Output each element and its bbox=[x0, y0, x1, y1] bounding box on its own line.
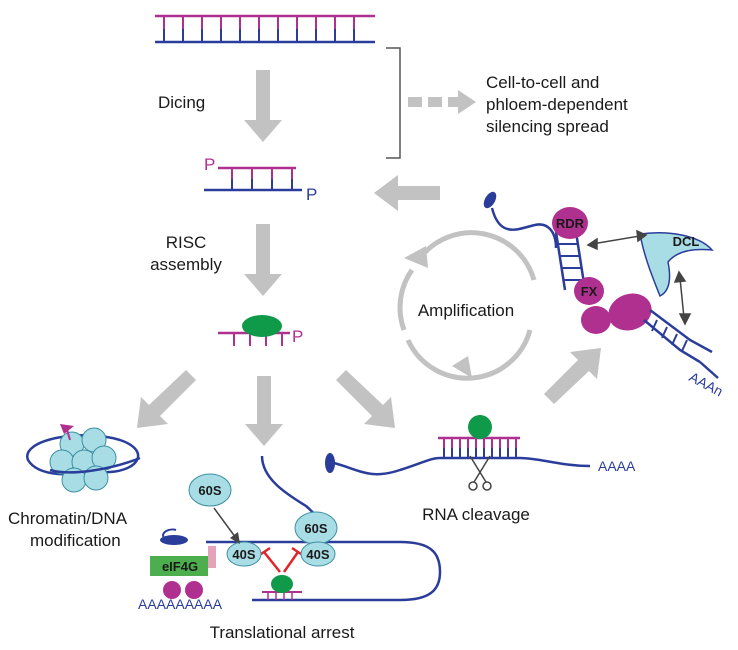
fx-label: FX bbox=[581, 284, 598, 299]
amplification-cycle bbox=[397, 230, 537, 381]
spread-label-line1: Cell-to-cell and bbox=[486, 73, 599, 92]
rdr-label: RDR bbox=[556, 216, 585, 231]
polya-cleavage: AAAA bbox=[598, 458, 636, 474]
ribosome-60s-free-label: 60S bbox=[198, 483, 221, 498]
fx-protein bbox=[574, 277, 604, 305]
phosphate-top: P bbox=[204, 155, 215, 174]
dcl-label: DCL bbox=[673, 234, 700, 249]
amplification-return-arrow bbox=[374, 175, 440, 211]
sirna-duplex bbox=[204, 166, 302, 192]
rna-cleavage-label: RNA cleavage bbox=[422, 505, 530, 524]
ribosome-40s-right bbox=[300, 541, 336, 567]
eif4e-marker bbox=[208, 546, 216, 568]
translation-branch-arrow bbox=[245, 376, 283, 446]
risc-arrow bbox=[244, 224, 282, 296]
polya-translation: AAAAAAAAA bbox=[138, 596, 223, 612]
ribosome-40s-left-label: 40S bbox=[232, 547, 255, 562]
chromatin-label-line1: Chromatin/DNA bbox=[8, 509, 128, 528]
risc-label-line2: assembly bbox=[150, 255, 222, 274]
phosphate-bottom: P bbox=[306, 185, 317, 204]
risc-complex bbox=[218, 315, 290, 346]
spread-bracket bbox=[386, 47, 401, 159]
scissors-icon bbox=[468, 455, 492, 491]
ribosome-60s-free bbox=[188, 473, 232, 507]
amplification-label: Amplification bbox=[418, 301, 514, 320]
dcl-partner-large bbox=[608, 293, 652, 331]
phosphate-risc: P bbox=[292, 327, 303, 346]
eif4g-label: eIF4G bbox=[162, 559, 198, 574]
eif4g-factor bbox=[150, 556, 208, 576]
cleavage-branch-arrow bbox=[336, 370, 395, 428]
argonaute-translation bbox=[271, 575, 293, 593]
spread-label-line2: phloem-dependent bbox=[486, 95, 628, 114]
ribosome-60s-bound-label: 60S bbox=[304, 521, 327, 536]
spread-label-line3: silencing spread bbox=[486, 117, 609, 136]
pabp-left bbox=[163, 581, 181, 599]
cleavage-to-amplification-arrow bbox=[544, 348, 601, 404]
translation-complex bbox=[150, 455, 442, 602]
mrna-cap-cleavage bbox=[325, 453, 335, 473]
ribosome-40s-left bbox=[226, 541, 262, 567]
chromatin-complex bbox=[26, 424, 141, 493]
ribosome-40s-right-label: 40S bbox=[306, 547, 329, 562]
dcl-protein bbox=[639, 232, 714, 298]
rdr-protein bbox=[552, 207, 588, 239]
risc-label-line1: RISC bbox=[166, 233, 207, 252]
dicing-label: Dicing bbox=[158, 93, 205, 112]
argonaute-protein bbox=[242, 315, 282, 337]
chromatin-branch-arrow bbox=[137, 370, 196, 428]
chromatin-label-line2: modification bbox=[30, 531, 121, 550]
dicing-arrow bbox=[244, 70, 282, 142]
mrna-cap-top bbox=[483, 191, 497, 209]
argonaute-cleavage bbox=[468, 415, 492, 439]
amplification-complex bbox=[483, 191, 719, 379]
dcl-partner-small bbox=[581, 306, 611, 334]
pabp-right bbox=[185, 581, 203, 599]
cap-binding-complex bbox=[160, 535, 188, 545]
long-dsrna bbox=[155, 14, 375, 44]
rna-cleavage-complex bbox=[325, 415, 591, 491]
polya-amplification: AAAn bbox=[687, 369, 726, 400]
translational-arrest-label: Translational arrest bbox=[210, 623, 355, 642]
spread-dashed-arrow bbox=[408, 90, 476, 114]
